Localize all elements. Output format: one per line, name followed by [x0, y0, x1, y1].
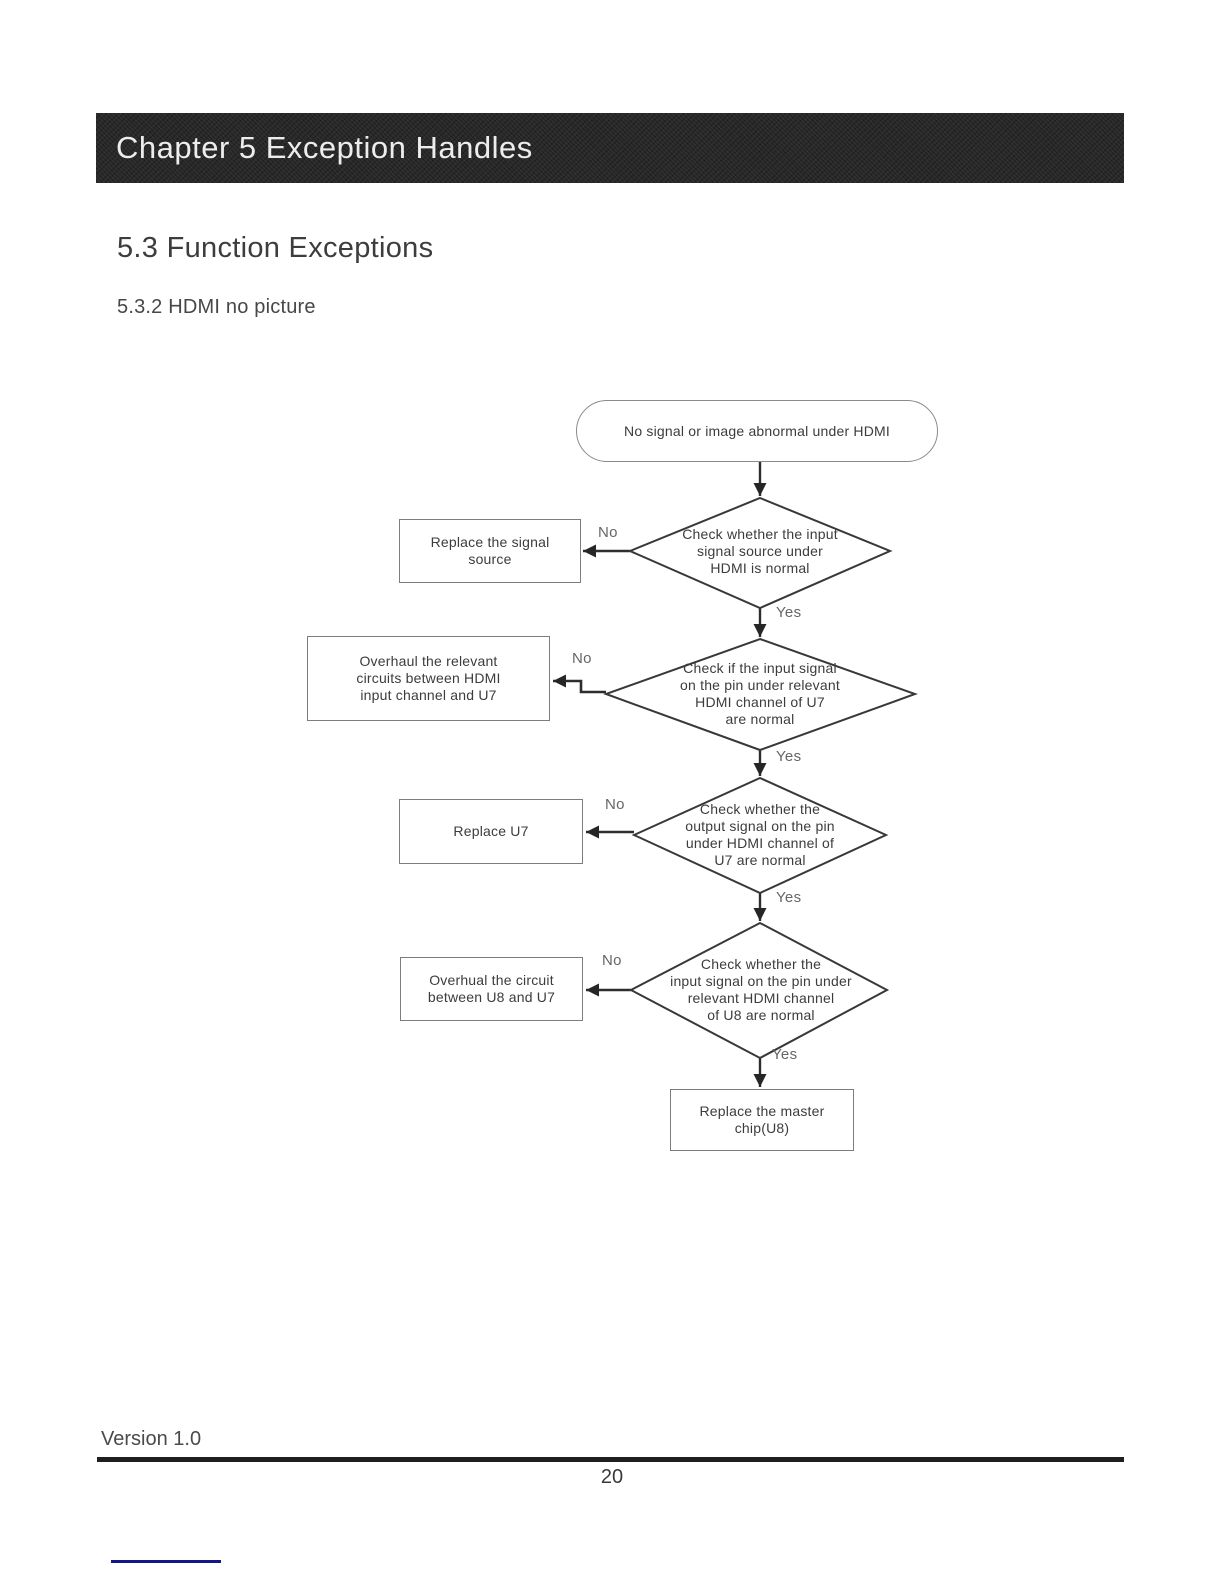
- yes-label-3: Yes: [776, 889, 802, 906]
- action3-box: Replace U7: [399, 799, 583, 864]
- decision3-diamond: [631, 776, 889, 895]
- action4-box: Overhual the circuit between U8 and U7: [400, 957, 583, 1021]
- decision1-text: Check whether the input signal source un…: [682, 525, 838, 576]
- decision4-text: Check whether the input signal on the pi…: [670, 956, 852, 1023]
- chapter-header-bar: Chapter 5 Exception Handles: [96, 113, 1124, 183]
- decision1-diamond: [627, 496, 893, 610]
- yes-label-1: Yes: [776, 604, 802, 621]
- no-label-4: No: [602, 952, 622, 969]
- footer-page-number: 20: [600, 1466, 624, 1488]
- yes-label-4: Yes: [772, 1046, 798, 1063]
- chapter-title: Chapter 5 Exception Handles: [116, 130, 533, 165]
- yes-label-2: Yes: [776, 748, 802, 765]
- no-label-2: No: [572, 650, 592, 667]
- decision3-text: Check whether the output signal on the p…: [685, 801, 835, 868]
- footer-rule: [97, 1457, 1124, 1462]
- subsection-heading: 5.3.2 HDMI no picture: [117, 296, 316, 318]
- start-terminator: No signal or image abnormal under HDMI: [576, 400, 938, 462]
- decision2-diamond: [603, 637, 918, 752]
- no-label-1: No: [598, 524, 618, 541]
- footer-version: Version 1.0: [101, 1428, 202, 1450]
- action2-box: Overhaul the relevant circuits between H…: [307, 636, 550, 721]
- arrow-no-decision2-to-action2: [553, 674, 606, 694]
- no-label-3: No: [605, 796, 625, 813]
- section-heading: 5.3 Function Exceptions: [117, 232, 434, 264]
- end-box: Replace the master chip(U8): [670, 1089, 854, 1151]
- bottom-link-underline: [111, 1560, 221, 1563]
- decision2-text: Check if the input signal on the pin und…: [680, 660, 840, 727]
- action1-box: Replace the signal source: [399, 519, 581, 583]
- decision4-diamond: [628, 921, 890, 1060]
